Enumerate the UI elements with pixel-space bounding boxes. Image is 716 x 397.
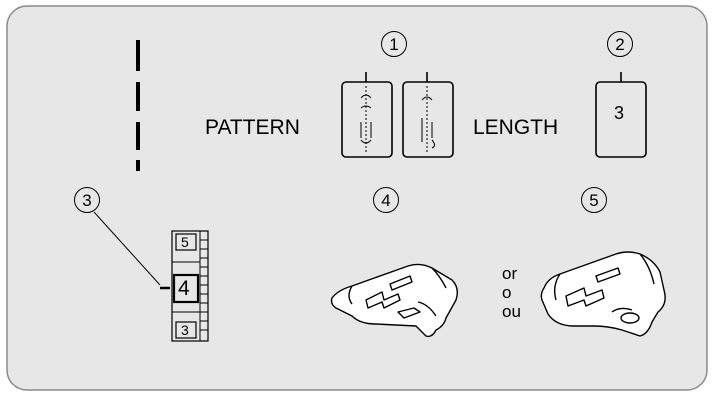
length-window <box>595 72 647 158</box>
dial-number-bottom: 3 <box>181 322 189 338</box>
zigzag-foot-icon <box>330 263 459 338</box>
pattern-label: PATTERN <box>205 116 300 139</box>
callout-1: 1 <box>381 31 407 57</box>
length-value: 3 <box>614 103 625 123</box>
pattern-window-a <box>341 72 393 158</box>
stitch-dial <box>160 230 209 342</box>
callout-3: 3 <box>74 187 100 213</box>
callout-5: 5 <box>581 187 607 213</box>
callout-2: 2 <box>607 31 633 57</box>
alternative-word-fr: ou <box>502 302 521 321</box>
straight-foot-icon <box>540 251 666 337</box>
length-label: LENGTH <box>473 116 559 139</box>
dial-number-top: 5 <box>181 234 189 250</box>
alternative-word-es: o <box>502 283 512 302</box>
callout-4: 4 <box>373 187 399 213</box>
dial-number-current: 4 <box>178 277 190 300</box>
callout-3-leader <box>93 211 161 286</box>
alternative-word-en: or <box>502 264 518 283</box>
pattern-window-b <box>402 72 454 158</box>
